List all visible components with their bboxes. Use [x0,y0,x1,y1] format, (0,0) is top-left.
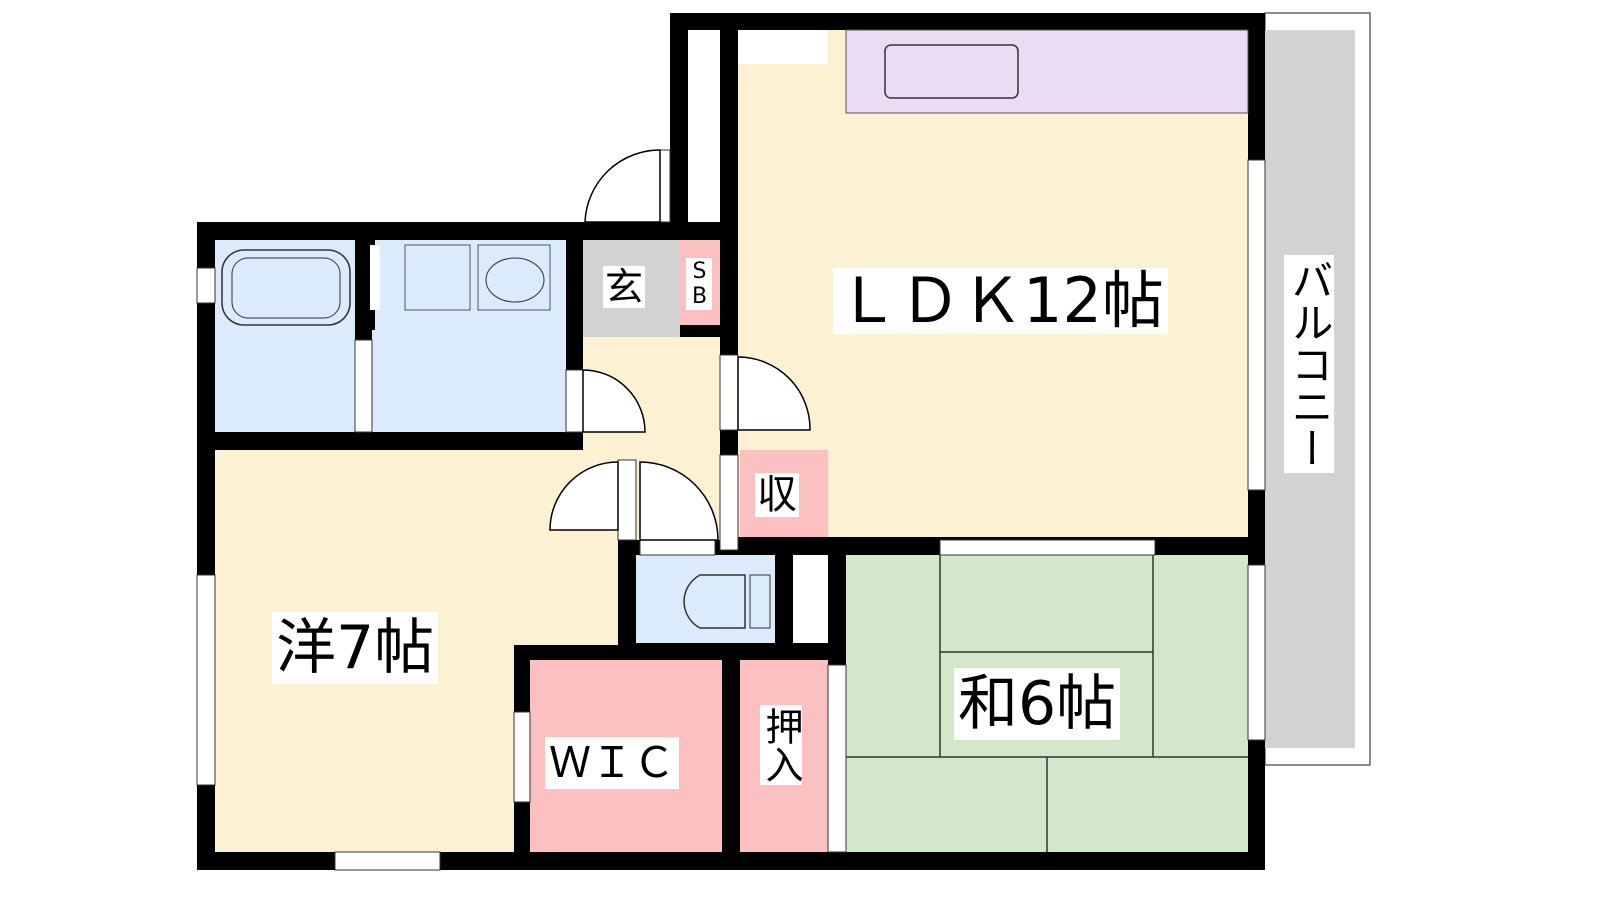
japanese-room-label: 和6帖 [954,668,1121,740]
wash-basin [477,244,551,311]
basin-bowl [485,257,545,303]
windows [196,149,1266,871]
western-room-label: 洋7帖 [272,612,439,684]
toilet-floor [636,555,775,643]
bathtub-inner [231,257,341,319]
kitchen-area [845,29,1249,114]
balcony-label: バルコニー [1284,255,1334,473]
wic-label: ＷＩＣ [545,737,680,789]
kitchen-sink [884,44,1019,99]
toilet-tank [749,574,771,629]
tatami-lines [846,555,1248,852]
washing-machine [404,244,471,311]
bathtub [221,249,351,326]
toilet-bowl [683,574,746,629]
bathroom-floor [215,240,355,432]
closet-label: 押入 [759,705,803,785]
storage-label: 収 [755,472,799,518]
door-swings [549,149,811,541]
washroom-slot [370,245,380,310]
washroom-floor [372,240,566,432]
fridge-space [738,30,828,64]
entrance-label: 玄 [603,265,646,309]
ldk-label: ＬＤＫ12帖 [833,268,1168,334]
shoe-box-label: SB [686,258,712,310]
corridor-white [688,30,720,222]
pipe-space [793,555,828,643]
